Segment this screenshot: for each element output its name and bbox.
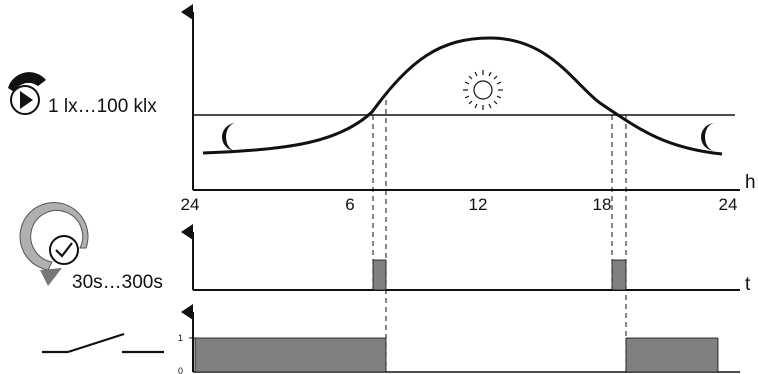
hour-tick-label: 24 bbox=[181, 195, 200, 214]
delay-pulse bbox=[611, 259, 627, 291]
timer-panel: 30s…300s t bbox=[19, 202, 751, 295]
level-one-label: 1 bbox=[178, 333, 183, 343]
delay-range-label: 30s…300s bbox=[72, 272, 163, 293]
hour-tick-label: 6 bbox=[345, 195, 354, 214]
output-on-bar bbox=[194, 337, 387, 373]
light-sensor-dial-icon bbox=[8, 72, 46, 115]
timer-clock-icon bbox=[19, 202, 89, 286]
hour-tick-label: 18 bbox=[593, 195, 612, 214]
sun-icon bbox=[463, 70, 503, 110]
moon-icon bbox=[701, 123, 715, 151]
delay-pulse bbox=[372, 259, 387, 291]
time-axis-unit: t bbox=[745, 274, 751, 295]
transition-guides bbox=[372, 100, 627, 372]
output-on-bar bbox=[625, 337, 719, 373]
moon-icon bbox=[222, 123, 236, 151]
hours-axis-unit: h bbox=[745, 172, 756, 193]
daylight-curve bbox=[202, 36, 723, 156]
light-level-panel: 1 lx…100 klx h 24 6 12 18 24 bbox=[8, 4, 756, 214]
hour-tick-label: 12 bbox=[469, 195, 488, 214]
hour-tick-label: 24 bbox=[719, 195, 738, 214]
output-panel: 1 0 bbox=[42, 304, 740, 374]
threshold-range-label: 1 lx…100 klx bbox=[48, 96, 157, 117]
switch-contact-icon bbox=[42, 332, 164, 354]
level-zero-label: 0 bbox=[178, 366, 183, 374]
